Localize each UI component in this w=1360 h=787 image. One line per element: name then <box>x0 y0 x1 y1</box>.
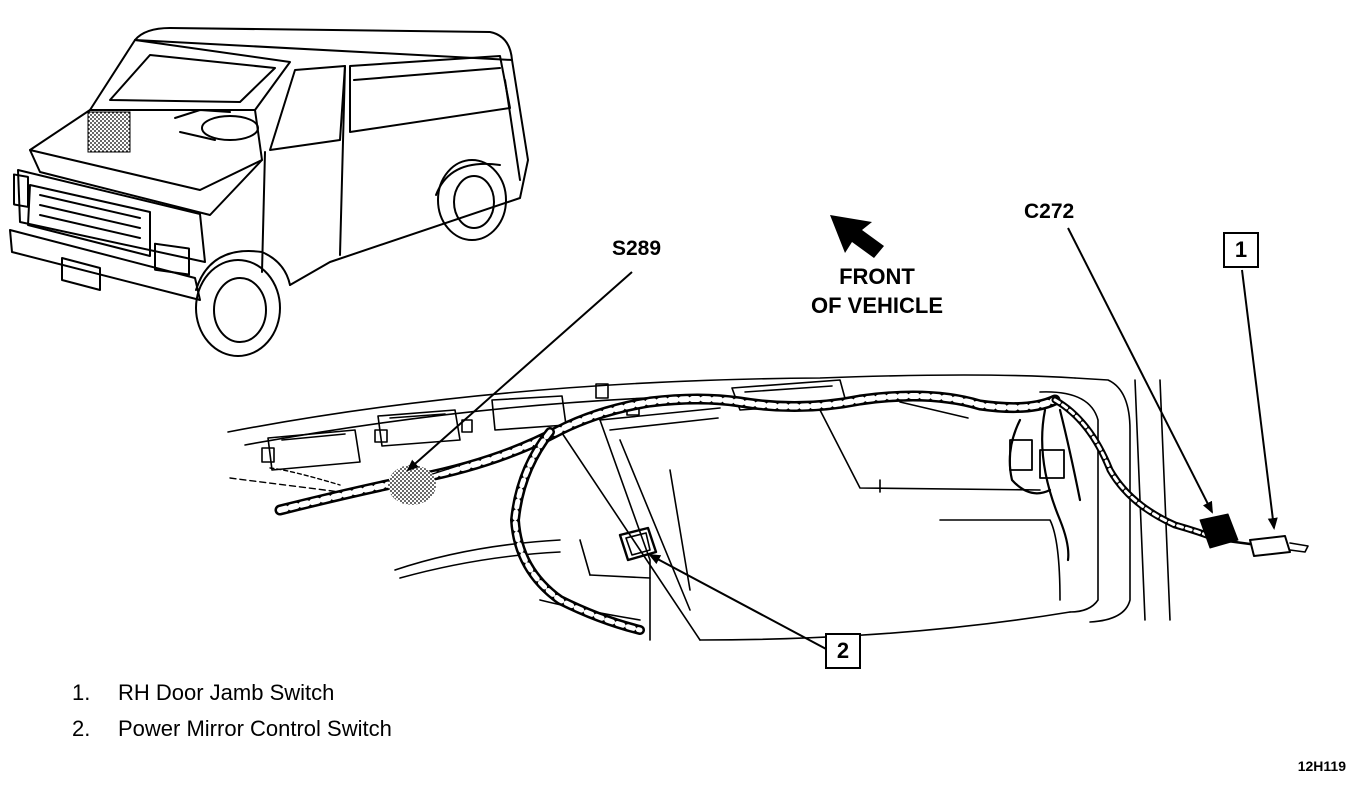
legend-item-2: 2. Power Mirror Control Switch <box>72 716 392 742</box>
front-label-line2: OF VEHICLE <box>810 293 943 318</box>
legend-item-1: 1. RH Door Jamb Switch <box>72 680 334 706</box>
legend-text: RH Door Jamb Switch <box>118 680 335 705</box>
leader-lines <box>406 227 1278 651</box>
location-highlight <box>87 111 131 153</box>
splice-highlight <box>388 465 436 505</box>
figure-id: 12H119 <box>1297 758 1346 774</box>
legend-number: 2. <box>72 716 91 741</box>
c272-leader-arrow <box>1067 227 1213 514</box>
splice-label: S289 <box>612 237 662 260</box>
wiring-harness <box>229 390 1252 635</box>
s289-leader-arrow <box>406 271 633 472</box>
van-illustration <box>9 27 529 357</box>
item-1-leader-arrow <box>1241 269 1278 530</box>
connector-label: C272 <box>1024 200 1075 223</box>
legend-number: 1. <box>72 680 91 705</box>
front-of-vehicle-label: FRONT OF VEHICLE <box>792 262 962 320</box>
front-label-line1: FRONT <box>839 264 915 289</box>
callout-box-2: 2 <box>825 633 861 669</box>
legend-text: Power Mirror Control Switch <box>118 716 392 741</box>
item-2-leader-arrow <box>648 554 829 651</box>
callout-box-1: 1 <box>1223 232 1259 268</box>
front-direction-arrow <box>830 215 884 258</box>
